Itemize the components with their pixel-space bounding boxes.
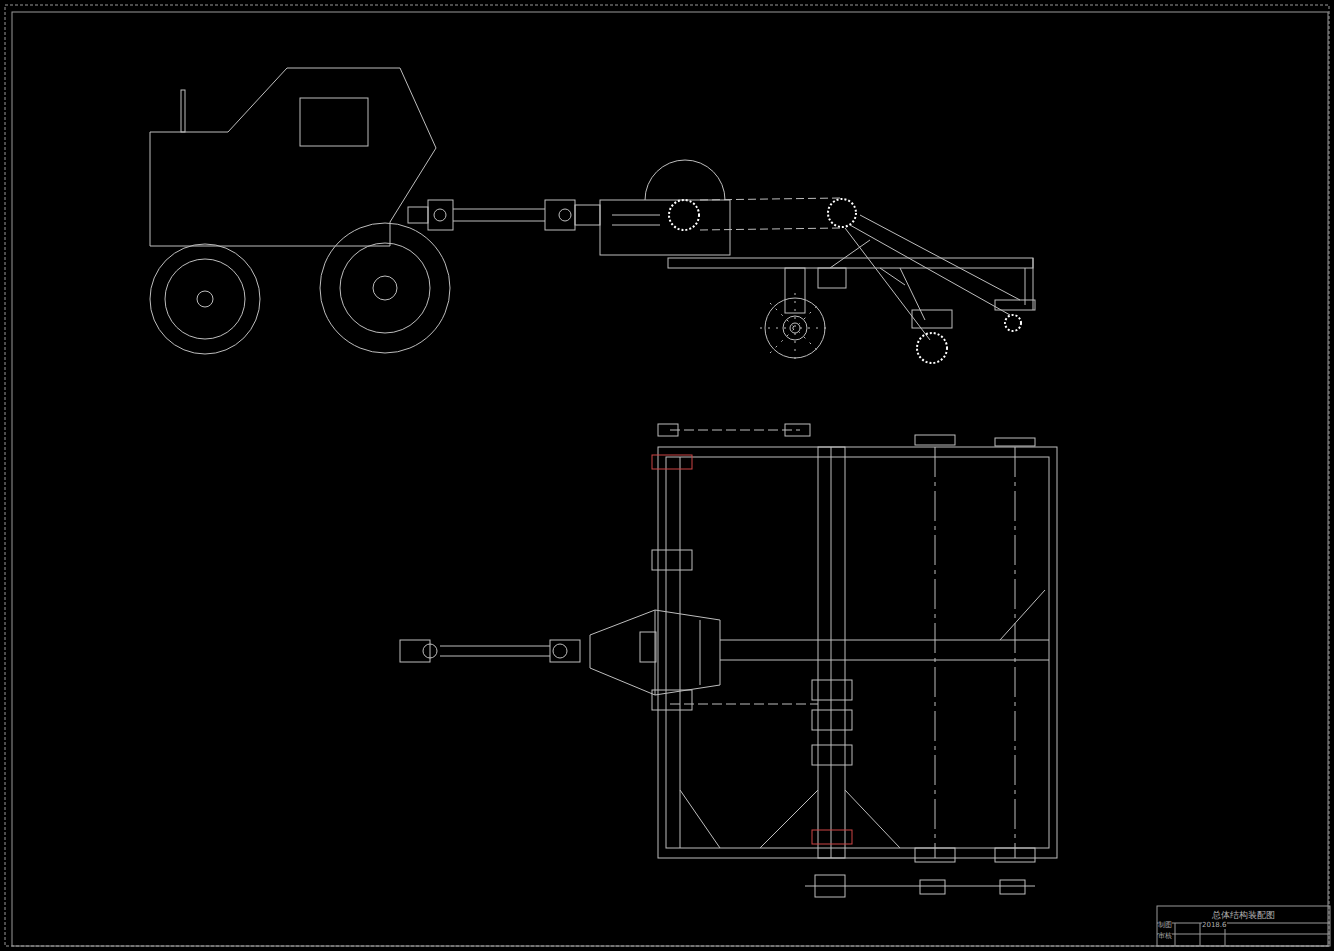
title-block-cell: 制图 — [1158, 922, 1172, 929]
title-block-date: 2018.6 — [1202, 922, 1227, 929]
title-block-cell: 审核 — [1158, 933, 1172, 940]
title-block-title: 总体结构装配图 — [1212, 911, 1275, 920]
